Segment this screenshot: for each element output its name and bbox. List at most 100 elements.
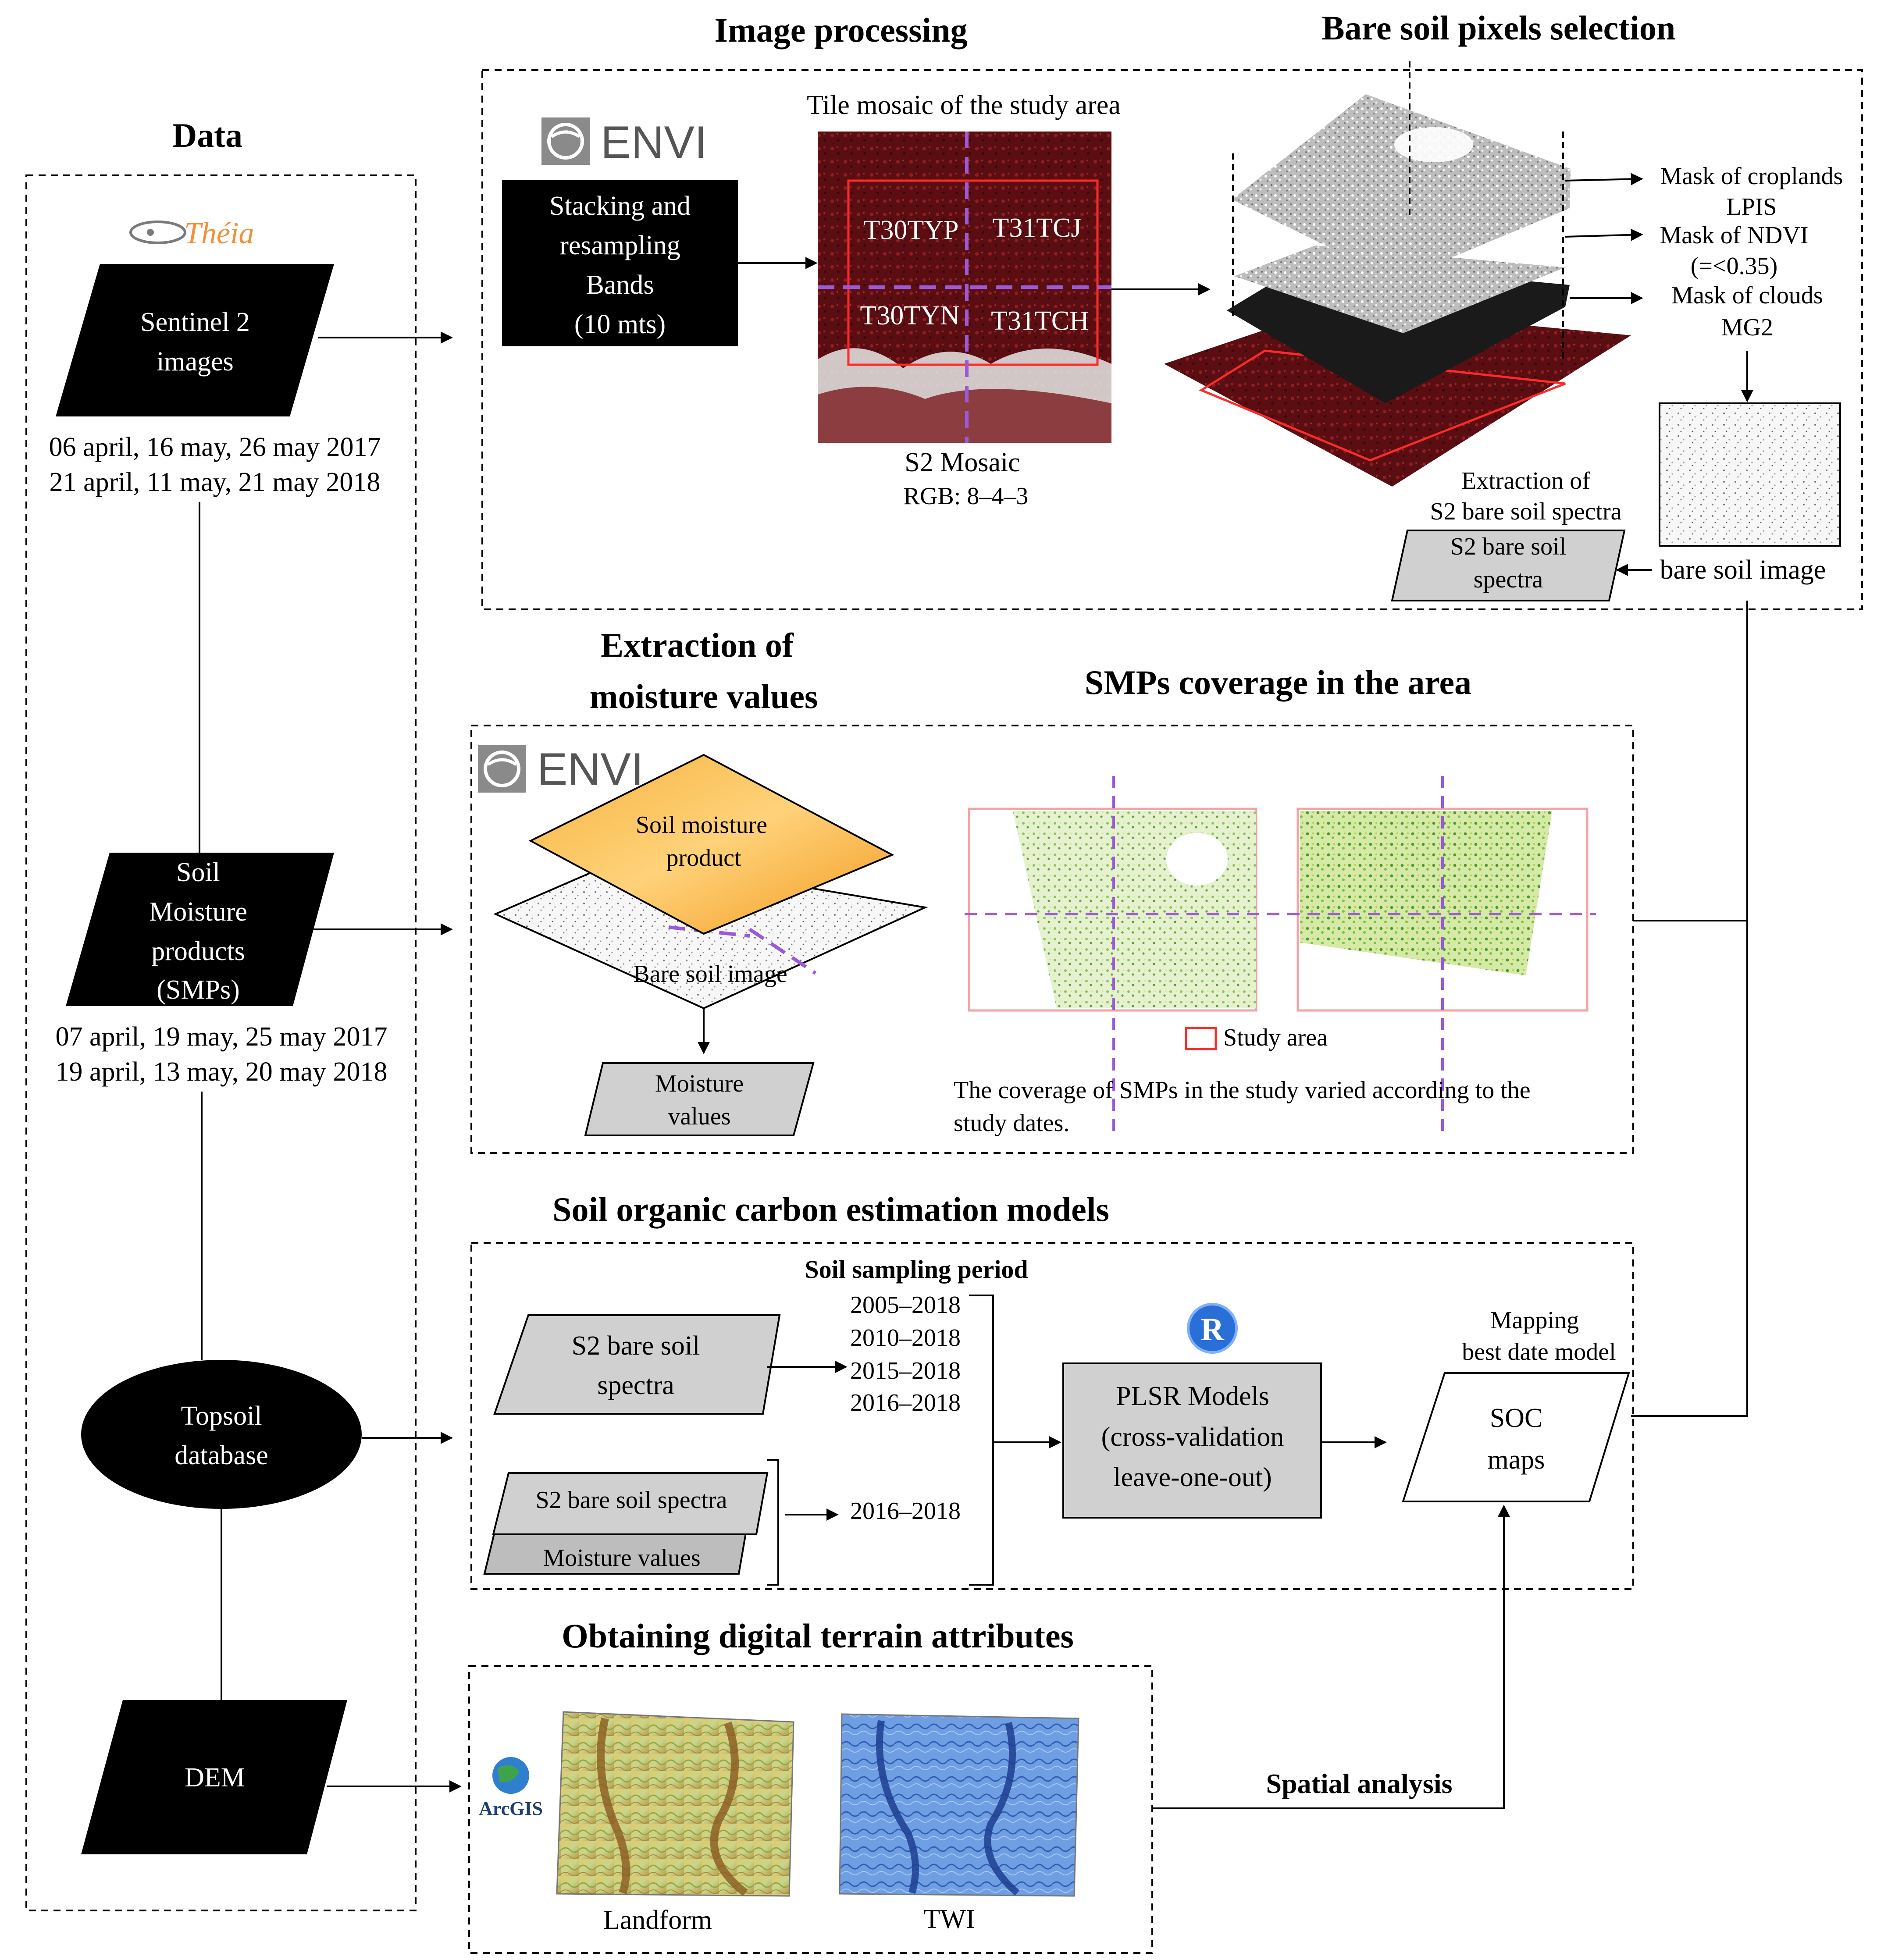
moisture-values-label-1: Moisture (655, 1070, 744, 1097)
arrow-cropland-mask (1565, 173, 1643, 185)
extraction-title-2: moisture values (590, 677, 818, 715)
mask-croplands-1: Mask of croplands (1660, 163, 1843, 190)
topsoil-label-1: Topsoil (181, 1401, 262, 1431)
twi-map (839, 1713, 1079, 1897)
soc-maps-output (1402, 1372, 1630, 1502)
mask-croplands-2: LPIS (1726, 193, 1777, 221)
tile-t30typ: T30TYP (864, 215, 959, 245)
landform-map (556, 1711, 794, 1897)
mosaic-title: Tile mosaic of the study area (807, 90, 1121, 120)
mapping-label-2: best date model (1462, 1338, 1616, 1366)
bare-soil-layer-label: Bare soil image (633, 960, 787, 988)
bare-soil-image-label: bare soil image (1660, 555, 1826, 585)
arcgis-logo: ArcGIS (479, 1757, 543, 1819)
smp-label-1: Soil (176, 857, 220, 887)
theia-logo: Théia (129, 217, 254, 250)
tile-t31tch: T31TCH (991, 306, 1089, 336)
spatial-analysis-label: Spatial analysis (1266, 1768, 1452, 1799)
mask-layer-stack (1164, 61, 1631, 487)
coverage-note-1: The coverage of SMPs in the study varied… (954, 1077, 1531, 1104)
coverage-note-2: study dates. (954, 1110, 1069, 1137)
dem-label: DEM (185, 1763, 245, 1793)
study-area-outline-stack (1199, 349, 1566, 462)
terrain-title: Obtaining digital terrain attributes (562, 1617, 1074, 1655)
mask-ndvi-2: (=<0.35) (1691, 253, 1777, 280)
s2-bare-soil-spectra-output (1391, 530, 1626, 601)
stacking-label-2: resampling (559, 231, 680, 260)
s2-spectra-input-2: spectra (597, 1370, 674, 1400)
cropland-mask-layer (1232, 94, 1571, 281)
r-logo: R (1187, 1303, 1238, 1354)
image-processing-frame (481, 69, 1863, 610)
topsoil-database-node (81, 1360, 362, 1509)
topsoil-label-2: database (175, 1441, 268, 1470)
data-title: Data (172, 116, 242, 154)
mosaic-caption: S2 Mosaic (905, 448, 1020, 477)
extraction-title-1: Extraction of (601, 626, 794, 664)
soc-models-title: Soil organic carbon estimation models (552, 1190, 1109, 1228)
soil-moisture-products-node (66, 853, 334, 1006)
connector-spectra-to-soc (1631, 601, 1748, 1417)
s2-spectra-stack-input (492, 1472, 769, 1535)
plsr-label-1: PLSR Models (1116, 1381, 1269, 1411)
arrow-ndvi-mask (1565, 228, 1643, 241)
bare-soil-image-thumbnail (1659, 402, 1841, 547)
bare-soil-tile-divider-2 (748, 928, 817, 975)
mosaic-rgb: RGB: 8–4–3 (904, 483, 1029, 510)
sentinel-dates-2: 21 april, 11 may, 21 may 2018 (50, 467, 381, 497)
r-logo-text: R (1200, 1312, 1225, 1348)
envi-text: ENVI (601, 117, 707, 168)
stack-top-label: S2 bare soil spectra (536, 1487, 727, 1514)
smp-coverage-map-1 (968, 807, 1257, 1012)
extraction-label-2: S2 bare soil spectra (1430, 498, 1622, 525)
soil-moisture-product-layer (528, 754, 894, 935)
soil-moisture-product-label-1: Soil moisture (636, 811, 767, 839)
theia-logo-text: Théia (184, 217, 254, 250)
s2-mosaic-image (818, 132, 1111, 443)
image-processing-title: Image processing (714, 11, 967, 49)
study-area-legend-label: Study area (1223, 1024, 1328, 1051)
soc-maps-label-1: SOC (1490, 1403, 1543, 1433)
smp-label-3: products (151, 936, 245, 966)
period-2015: 2015–2018 (850, 1357, 961, 1384)
stacking-label-3: Bands (586, 270, 654, 300)
stacking-label-4: (10 mts) (574, 309, 666, 339)
arrow-terrain-to-soc (1152, 1505, 1510, 1809)
spectra-output-2: spectra (1474, 566, 1543, 593)
arcgis-text: ArcGIS (479, 1798, 543, 1819)
spectra-output-1: S2 bare soil (1450, 533, 1566, 560)
stacking-label-1: Stacking and (549, 191, 691, 221)
envi-logo: ENVI (541, 117, 707, 168)
soc-maps-label-2: maps (1488, 1445, 1545, 1475)
smp-dates-1: 07 april, 19 may, 25 may 2017 (55, 1022, 387, 1052)
sentinel-2-images-node (56, 264, 334, 416)
smp-dates-2: 19 april, 13 may, 20 may 2018 (55, 1057, 387, 1087)
envi-logo-2: ENVI (478, 744, 644, 795)
stack-bottom-label: Moisture values (543, 1544, 700, 1572)
smp-label-4: (SMPs) (157, 975, 240, 1005)
moisture-frame (470, 725, 1634, 1154)
period-2010: 2010–2018 (850, 1324, 961, 1352)
terrain-frame (468, 1665, 1153, 1954)
period-brace (969, 1295, 994, 1586)
extraction-label-1: Extraction of (1461, 467, 1590, 494)
smp-coverage-map-2 (1296, 807, 1589, 1012)
soil-moisture-product-label-2: product (666, 844, 741, 872)
ndvi-mask-layer (1234, 245, 1565, 333)
smps-coverage-title: SMPs coverage in the area (1085, 663, 1471, 701)
sampling-period-title: Soil sampling period (805, 1255, 1028, 1284)
sentinel-label-2: images (157, 347, 234, 377)
soc-models-frame (470, 1242, 1634, 1590)
plsr-models-box (1062, 1362, 1322, 1519)
plsr-label-3: leave-one-out) (1113, 1462, 1272, 1492)
mask-clouds-1: Mask of clouds (1671, 282, 1823, 309)
envi-text-2: ENVI (537, 744, 644, 795)
mask-ndvi-1: Mask of NDVI (1660, 222, 1808, 249)
twi-label: TWI (923, 1904, 975, 1934)
landform-label: Landform (603, 1905, 712, 1935)
bare-soil-selection-title: Bare soil pixels selection (1322, 9, 1676, 47)
sentinel-label-1: Sentinel 2 (140, 307, 250, 337)
period-2016-single: 2016–2018 (850, 1498, 961, 1525)
sentinel-dates-1: 06 april, 16 may, 26 may 2017 (49, 432, 381, 462)
